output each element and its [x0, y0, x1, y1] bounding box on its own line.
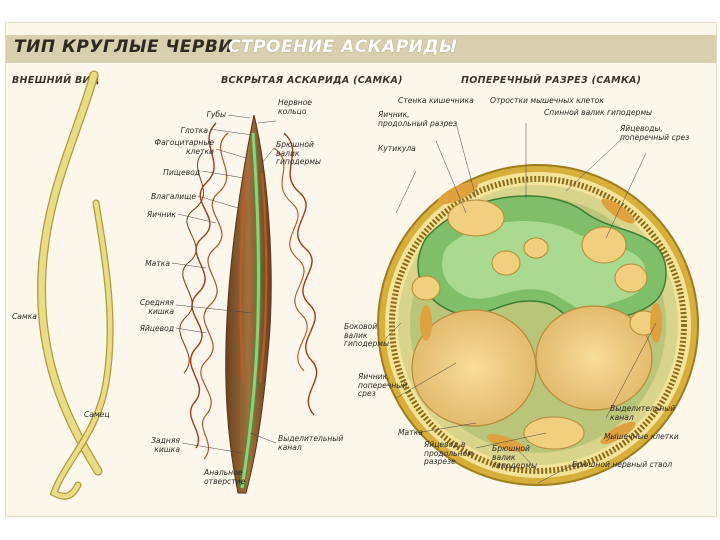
- label-phagocytic-cells: Фагоцитарные клетки: [136, 139, 214, 156]
- poster: ТИП КРУГЛЫЕ ЧЕРВИ СТРОЕНИЕ АСКАРИДЫ ВНЕШ…: [5, 22, 717, 517]
- label-uterus: Матка: [126, 260, 170, 269]
- label-midgut: Средняя кишка: [126, 299, 174, 316]
- label-hindgut: Задняя кишка: [132, 437, 180, 454]
- label-vagina: Влагалище: [142, 193, 196, 202]
- label-ovary-cross: Яичник, поперечный срез: [358, 373, 407, 399]
- label-cuticle: Кутикула: [378, 145, 416, 154]
- label-lateral-ridge: Боковой валик гиподермы: [344, 323, 389, 349]
- label-pharynx: Глотка: [156, 127, 208, 136]
- label-anus: Анальное отверстие: [204, 469, 245, 486]
- label-female: Самка: [12, 313, 37, 322]
- label-ventral-ridge-cross: Брюшной валик гиподермы: [492, 445, 537, 471]
- label-ovary-longitudinal: Яичник, продольный разрез: [378, 111, 457, 128]
- label-muscle-processes: Отростки мышечных клеток: [490, 97, 604, 106]
- label-excretory-canal-cross: Выделительный канал: [610, 405, 675, 422]
- label-oviduct: Яйцевод: [126, 325, 174, 334]
- label-ventral-ridge: Брюшной валик гиподермы: [276, 141, 321, 167]
- label-muscle-cells: Мышечные клетки: [604, 433, 679, 442]
- label-oviducts-cross: Яйцеводы, поперечный срез: [620, 125, 689, 142]
- label-excretory-canal: Выделительный канал: [278, 435, 343, 452]
- label-male: Самец: [84, 411, 110, 420]
- label-dorsal-ridge: Спинной валик гиподермы: [544, 109, 652, 118]
- label-ventral-nerve: Брюшной нервный ствол: [572, 461, 672, 470]
- label-oviduct-longitudinal: Яйцевод в продольном разрезе: [424, 441, 473, 467]
- diagram-artwork: [6, 23, 716, 516]
- label-ovary: Яичник: [126, 211, 176, 220]
- label-uterus-cross: Матка: [398, 429, 423, 438]
- label-gut-wall: Стенка кишечника: [398, 97, 474, 106]
- label-esophagus: Пищевод: [146, 169, 200, 178]
- label-lips: Губы: [176, 111, 226, 120]
- label-nerve-ring: Нервное кольцо: [278, 99, 312, 116]
